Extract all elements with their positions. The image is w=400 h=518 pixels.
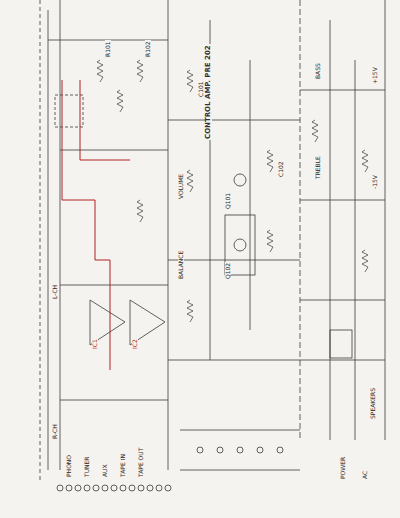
part-label: -15V xyxy=(372,174,378,190)
part-label: TREBLE xyxy=(315,155,321,180)
terminal xyxy=(277,447,283,453)
terminal xyxy=(111,485,117,491)
part-label: AUX xyxy=(102,463,108,478)
part-label: IC2 xyxy=(132,338,138,350)
part-label: TUNER xyxy=(84,455,90,478)
part-label: VOLUME xyxy=(178,173,184,200)
terminal xyxy=(102,485,108,491)
terminal xyxy=(147,485,153,491)
part-label: R-CH xyxy=(52,423,58,440)
resistor-symbol xyxy=(137,200,143,222)
resistor-symbol xyxy=(267,150,273,172)
terminal xyxy=(156,485,162,491)
part-label: BALANCE xyxy=(178,250,184,280)
terminal xyxy=(66,485,72,491)
board-title: CONTROL AMP. PRE 202 xyxy=(205,44,212,140)
part-label: AC xyxy=(362,470,368,480)
part-label: C102 xyxy=(278,160,284,178)
part-label: BASS xyxy=(315,62,321,80)
terminal xyxy=(237,447,243,453)
part-label: Q101 xyxy=(225,192,231,210)
part-label: Q102 xyxy=(225,262,231,280)
resistor-symbol xyxy=(117,90,123,112)
part-label: R102 xyxy=(145,40,151,58)
part-label: +15V xyxy=(372,66,378,85)
terminal xyxy=(129,485,135,491)
part-label: PHONO xyxy=(66,454,72,478)
terminal xyxy=(57,485,63,491)
resistor-symbol xyxy=(362,150,368,172)
terminal xyxy=(165,485,171,491)
terminal xyxy=(84,485,90,491)
resistor-symbol xyxy=(97,60,103,82)
terminal xyxy=(257,447,263,453)
resistor-symbol xyxy=(362,250,368,272)
resistor-symbol xyxy=(312,120,318,142)
resistor-symbol xyxy=(187,170,193,192)
terminal xyxy=(120,485,126,491)
part-label: POWER xyxy=(340,456,346,480)
part-label: SPEAKERS xyxy=(370,387,376,420)
part-label: L-CH xyxy=(52,284,58,300)
resistor-symbol xyxy=(187,70,193,92)
terminal xyxy=(197,447,203,453)
part-label: R101 xyxy=(105,40,111,58)
terminal xyxy=(93,485,99,491)
resistor-symbol xyxy=(267,230,273,252)
part-label: TAPE IN xyxy=(120,453,126,478)
part-label: C101 xyxy=(198,80,204,98)
resistor-symbol xyxy=(137,60,143,82)
terminal xyxy=(138,485,144,491)
part-label: IC1 xyxy=(92,338,98,350)
part-label: TAPE OUT xyxy=(138,447,144,478)
resistor-symbol xyxy=(187,300,193,322)
terminal xyxy=(75,485,81,491)
terminal xyxy=(217,447,223,453)
